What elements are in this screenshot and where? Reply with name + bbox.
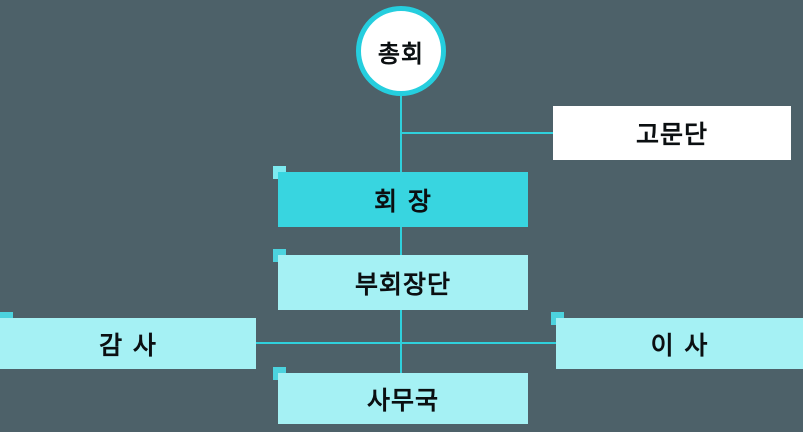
secretariat-label: 사무국: [366, 385, 439, 415]
general-assembly-node: 총회: [356, 6, 446, 96]
auditor-label: 감 사: [99, 330, 157, 360]
director-label: 이 사: [650, 330, 709, 360]
advisory-group-node: 고문단: [553, 106, 791, 160]
director-node: 이 사: [556, 318, 803, 369]
chairman-label: 회 장: [374, 186, 432, 216]
advisory-connector-line: [401, 132, 553, 134]
vice-chairmen-label: 부회장단: [354, 269, 451, 299]
general-assembly-label: 총회: [377, 39, 425, 68]
chairman-node: 회 장: [278, 172, 528, 227]
secretariat-node: 사무국: [278, 373, 528, 424]
vice-chairmen-node: 부회장단: [278, 255, 528, 310]
advisory-group-label: 고문단: [635, 120, 708, 149]
auditor-node: 감 사: [0, 318, 256, 369]
auditor-director-connector-line: [254, 342, 557, 344]
trunk-connector-line: [400, 94, 402, 374]
